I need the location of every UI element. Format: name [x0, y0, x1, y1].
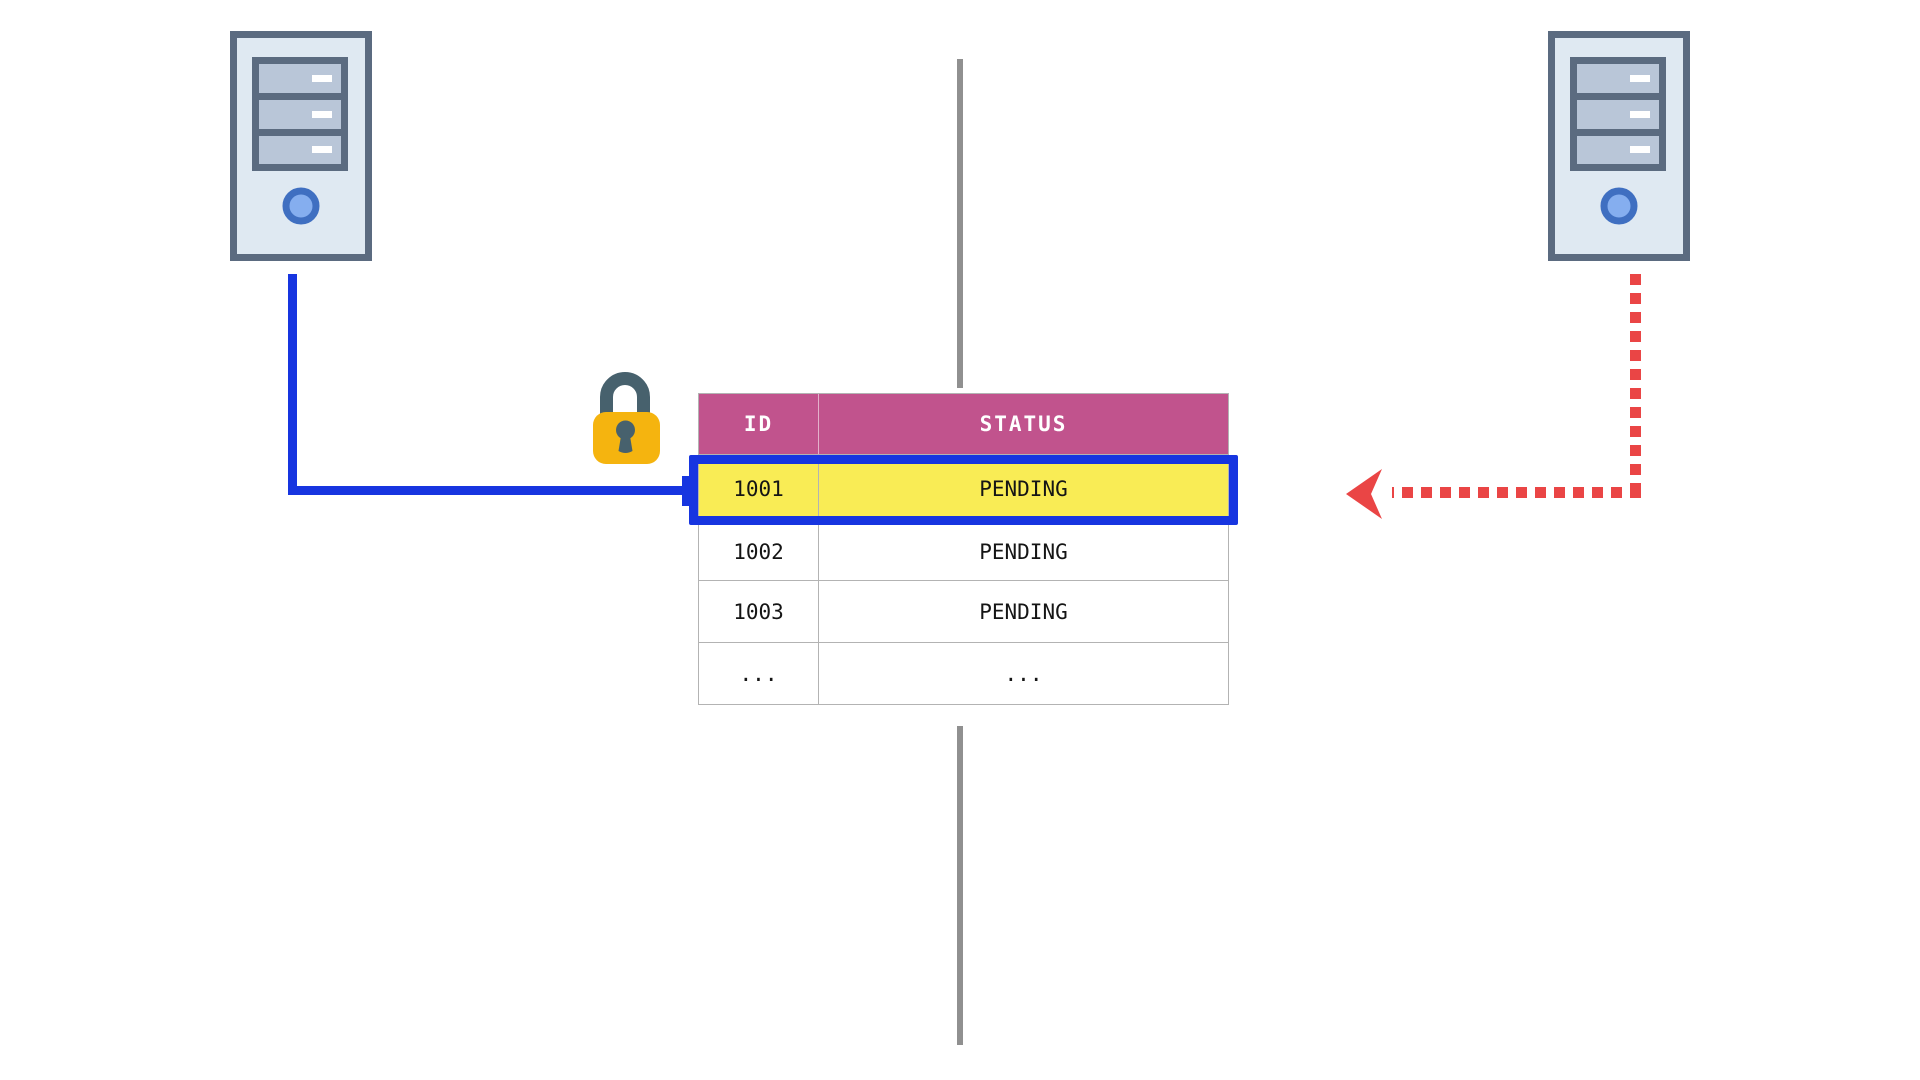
lock-holder-line-horizontal [288, 486, 682, 495]
id-cell: ... [699, 643, 819, 704]
blocked-request-line-vertical [1630, 274, 1641, 488]
status-cell: ... [1004, 661, 1043, 686]
id-cell: 1002 [699, 523, 819, 580]
status-cell: PENDING [979, 539, 1068, 564]
column-header-id: ID [699, 394, 819, 454]
status-cell: PENDING [979, 476, 1068, 501]
column-header-status: STATUS [979, 412, 1068, 436]
locked-row-highlight-frame [689, 455, 1238, 525]
lock-icon [593, 372, 660, 464]
server-icon-left [230, 31, 372, 265]
lock-holder-line-vertical [288, 274, 297, 495]
id-cell: 1003 [699, 581, 819, 642]
session-divider-top [957, 59, 963, 388]
server-icon [230, 31, 372, 261]
arrow-left-icon [1343, 467, 1387, 527]
table-row: 1002 PENDING [699, 522, 1228, 580]
server-icon [1548, 31, 1690, 261]
session-divider-bottom [957, 726, 963, 1045]
table-row-locked: 1001 PENDING [699, 454, 1228, 522]
table-row-ellipsis: ... ... [699, 642, 1228, 704]
arrow-left-icon [1346, 469, 1382, 519]
id-cell: 1001 [699, 455, 819, 522]
blocked-request-line-horizontal [1392, 487, 1641, 498]
status-cell: PENDING [979, 599, 1068, 624]
table-header-row: ID STATUS [699, 394, 1228, 454]
lock-icon [589, 369, 665, 473]
server-icon-right [1547, 31, 1691, 265]
status-table: ID STATUS 1001 PENDING 1002 PENDING 1003… [698, 393, 1229, 705]
table-row: 1003 PENDING [699, 580, 1228, 642]
